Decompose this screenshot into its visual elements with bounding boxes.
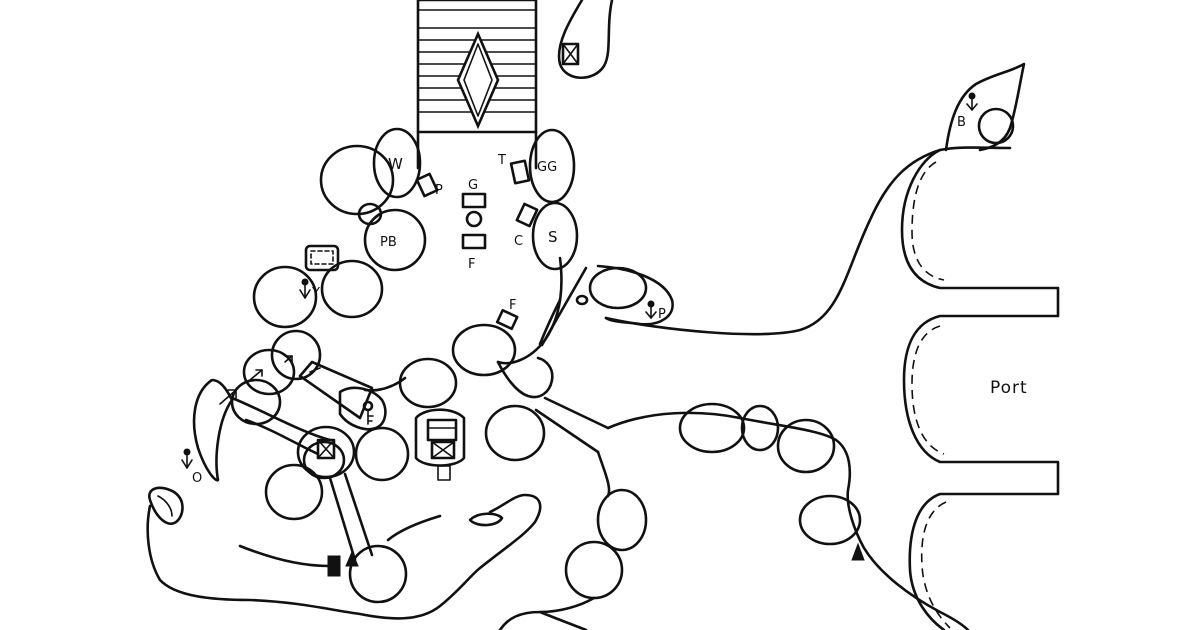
main-cave-outline — [146, 130, 563, 620]
boulder — [270, 329, 322, 381]
boulder — [242, 348, 296, 396]
cactus-symbol-icon — [966, 92, 978, 111]
chest-icon — [414, 408, 466, 481]
passage — [298, 360, 374, 420]
room-p-right-label: P — [658, 307, 666, 322]
port-dock-inner — [911, 161, 951, 629]
passage — [328, 472, 374, 562]
boulder — [564, 540, 624, 600]
passage — [538, 266, 588, 347]
key-icon — [362, 400, 374, 425]
boulder — [798, 494, 862, 546]
boulder — [354, 426, 410, 482]
passage — [230, 396, 332, 442]
marker-c-box — [515, 202, 539, 228]
boulder — [348, 544, 408, 604]
rock-spur-line — [157, 495, 173, 517]
crevice — [192, 378, 234, 482]
crate-icon — [561, 42, 580, 66]
marker-g-label: G — [468, 178, 478, 193]
room-y-label: Y — [311, 286, 320, 301]
lower-wall — [386, 514, 442, 542]
small-hole — [468, 512, 504, 527]
marker-f2-box — [495, 308, 519, 331]
room-pb — [363, 208, 427, 272]
boulder — [977, 107, 1015, 145]
room-b-label: B — [957, 115, 966, 130]
black-triangle-marker-icon — [851, 542, 865, 561]
boulder — [484, 404, 546, 462]
boulder — [252, 265, 318, 329]
cactus-symbol-icon — [181, 448, 193, 469]
stairs-icon — [416, 0, 538, 134]
room-gg-label: GG — [537, 160, 557, 175]
port-tunnel-lower — [606, 411, 970, 630]
cactus-symbol-icon — [645, 300, 657, 319]
black-triangle-marker-icon — [327, 550, 359, 577]
marker-f2-label: F — [509, 298, 516, 313]
room-w-label: W — [388, 155, 403, 173]
marker-c-label: C — [514, 234, 523, 249]
passage — [238, 544, 330, 568]
room-s — [531, 201, 579, 271]
room-o-label: O — [192, 471, 202, 486]
upper-alcove — [557, 0, 614, 79]
rock-spur — [148, 486, 184, 525]
boulder — [319, 144, 395, 216]
key-room — [338, 386, 387, 431]
marker-p-label: P — [435, 183, 443, 198]
marker-circle — [465, 210, 483, 228]
marker-t-label: T — [497, 153, 506, 168]
room-w — [372, 127, 422, 199]
crate-icon — [316, 438, 336, 460]
boulder — [575, 294, 589, 306]
arrow-icon — [219, 355, 321, 405]
room-b — [944, 62, 1026, 152]
marker-t-box — [509, 159, 531, 185]
marker-f-box — [461, 233, 487, 250]
boulder — [776, 418, 836, 474]
boulder — [264, 463, 324, 521]
marker-p-box — [415, 172, 439, 198]
marker-f-label: F — [468, 257, 475, 272]
boulder — [320, 259, 384, 319]
port-dock — [900, 146, 1060, 630]
room-s-label: S — [548, 228, 558, 246]
port-label: Port — [990, 378, 1028, 398]
room-pb-label: PB — [380, 235, 397, 250]
boulder — [451, 323, 517, 377]
boulder — [596, 488, 648, 552]
boulder — [588, 266, 648, 310]
door-icon — [304, 244, 340, 272]
passage — [496, 356, 554, 399]
cactus-symbol-icon — [299, 278, 311, 299]
port-tunnel — [604, 148, 942, 336]
crate-chamber — [296, 425, 356, 479]
boulder — [740, 404, 780, 452]
lower-wall — [498, 450, 611, 630]
boulder — [678, 402, 746, 454]
passage — [244, 418, 320, 456]
passage — [534, 396, 610, 454]
marker-g-box — [461, 192, 487, 209]
boulder — [398, 357, 458, 409]
